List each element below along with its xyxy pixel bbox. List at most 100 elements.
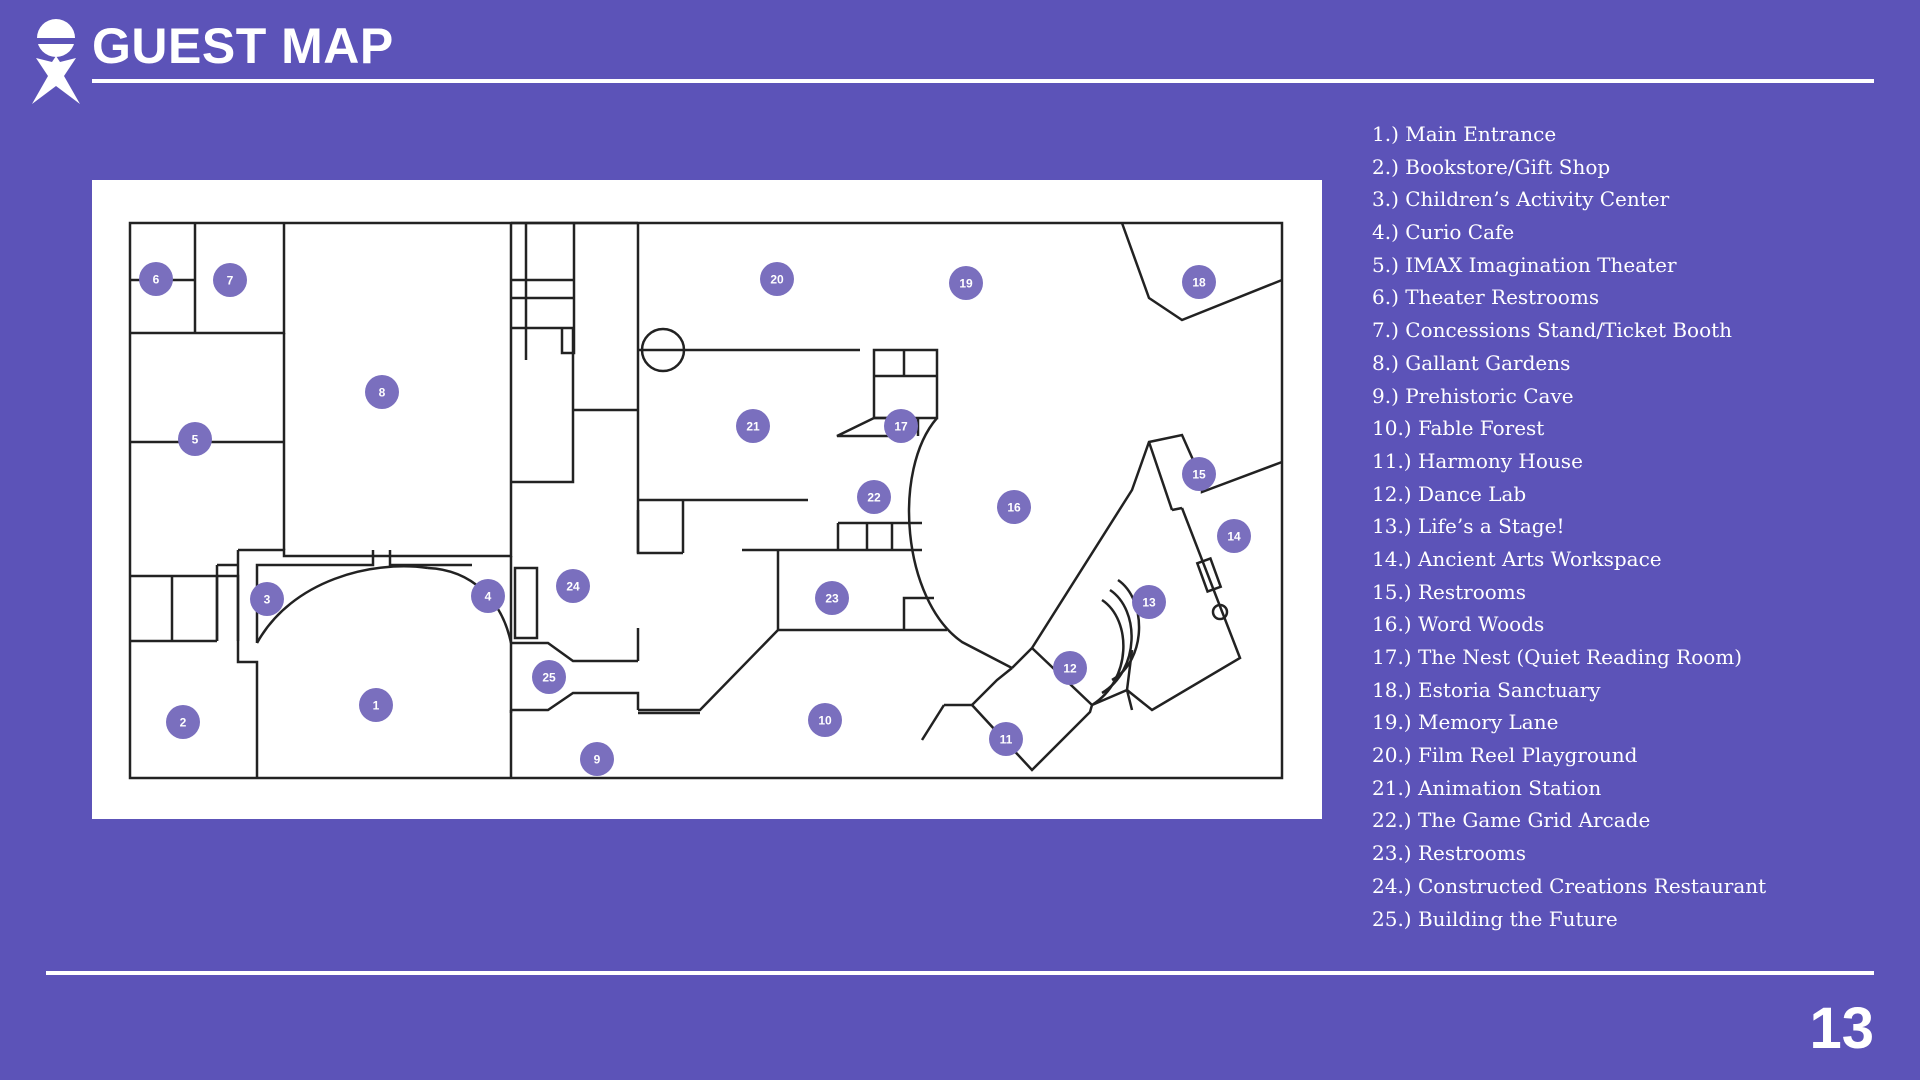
marker-label: 4: [485, 590, 492, 604]
marker-label: 20: [770, 273, 784, 287]
marker-label: 22: [867, 491, 881, 505]
marker-circle: [139, 262, 173, 296]
marker-circle: [884, 409, 918, 443]
legend-item: 19.) Memory Lane: [1372, 710, 1559, 735]
map-marker-13[interactable]: 13: [1132, 585, 1166, 619]
legend-item: 9.) Prehistoric Cave: [1372, 383, 1574, 408]
map-marker-14[interactable]: 14: [1217, 519, 1251, 553]
marker-circle: [760, 262, 794, 296]
page-number: 13: [1809, 996, 1874, 1061]
marker-label: 15: [1192, 468, 1206, 482]
marker-label: 16: [1007, 501, 1021, 515]
legend-item: 20.) Film Reel Playground: [1372, 743, 1638, 768]
map-marker-2[interactable]: 2: [166, 705, 200, 739]
legend-item: 7.) Concessions Stand/Ticket Booth: [1372, 318, 1733, 343]
marker-label: 8: [379, 386, 386, 400]
marker-label: 19: [959, 277, 973, 291]
legend-item: 10.) Fable Forest: [1372, 416, 1545, 441]
legend-item: 24.) Constructed Creations Restaurant: [1372, 873, 1767, 898]
marker-circle: [857, 480, 891, 514]
map-marker-24[interactable]: 24: [556, 569, 590, 603]
map-marker-11[interactable]: 11: [989, 722, 1023, 756]
map-marker-3[interactable]: 3: [250, 582, 284, 616]
map-marker-18[interactable]: 18: [1182, 265, 1216, 299]
map-marker-8[interactable]: 8: [365, 375, 399, 409]
page-title: GUEST MAP: [92, 18, 394, 74]
legend-item: 6.) Theater Restrooms: [1372, 285, 1600, 310]
map-marker-15[interactable]: 15: [1182, 457, 1216, 491]
marker-circle: [1217, 519, 1251, 553]
legend-item: 14.) Ancient Arts Workspace: [1372, 546, 1662, 571]
marker-circle: [166, 705, 200, 739]
marker-label: 21: [746, 420, 760, 434]
marker-label: 23: [825, 592, 839, 606]
map-marker-5[interactable]: 5: [178, 422, 212, 456]
marker-label: 5: [192, 433, 199, 447]
map-marker-19[interactable]: 19: [949, 266, 983, 300]
marker-circle: [532, 660, 566, 694]
marker-circle: [1182, 457, 1216, 491]
legend-item: 11.) Harmony House: [1372, 448, 1583, 473]
map-marker-20[interactable]: 20: [760, 262, 794, 296]
legend-item: 13.) Life’s a Stage!: [1372, 514, 1565, 539]
map-marker-4[interactable]: 4: [471, 579, 505, 613]
marker-label: 2: [180, 716, 187, 730]
legend-item: 12.) Dance Lab: [1372, 481, 1527, 506]
marker-circle: [359, 688, 393, 722]
marker-label: 17: [894, 420, 908, 434]
marker-label: 9: [594, 753, 601, 767]
map-marker-6[interactable]: 6: [139, 262, 173, 296]
figure-icon: [32, 19, 80, 104]
map-marker-22[interactable]: 22: [857, 480, 891, 514]
map-marker-17[interactable]: 17: [884, 409, 918, 443]
map-marker-16[interactable]: 16: [997, 490, 1031, 524]
marker-circle: [213, 263, 247, 297]
map-marker-9[interactable]: 9: [580, 742, 614, 776]
map-marker-1[interactable]: 1: [359, 688, 393, 722]
legend-item: 25.) Building the Future: [1372, 906, 1618, 931]
marker-label: 10: [818, 714, 832, 728]
map-marker-10[interactable]: 10: [808, 703, 842, 737]
legend-item: 1.) Main Entrance: [1372, 122, 1557, 146]
legend-item: 2.) Bookstore/Gift Shop: [1372, 154, 1611, 179]
legend-item: 23.) Restrooms: [1372, 841, 1527, 866]
marker-label: 12: [1063, 662, 1077, 676]
marker-circle: [556, 569, 590, 603]
legend-item: 15.) Restrooms: [1372, 579, 1527, 604]
marker-label: 24: [566, 580, 580, 594]
map-marker-23[interactable]: 23: [815, 581, 849, 615]
marker-circle: [250, 582, 284, 616]
marker-circle: [949, 266, 983, 300]
marker-label: 7: [227, 274, 234, 288]
marker-circle: [580, 742, 614, 776]
legend-item: 8.) Gallant Gardens: [1372, 350, 1571, 375]
legend-item: 21.) Animation Station: [1372, 775, 1602, 800]
marker-label: 25: [542, 671, 556, 685]
map-marker-12[interactable]: 12: [1053, 651, 1087, 685]
marker-circle: [1053, 651, 1087, 685]
marker-circle: [1182, 265, 1216, 299]
floor-plan: 1234567891011121314151617181920212223242…: [128, 221, 1284, 780]
marker-circle: [736, 409, 770, 443]
marker-label: 1: [373, 699, 380, 713]
marker-circle: [808, 703, 842, 737]
marker-label: 18: [1192, 276, 1206, 290]
legend-item: 4.) Curio Cafe: [1372, 220, 1515, 245]
map-marker-7[interactable]: 7: [213, 263, 247, 297]
legend-item: 18.) Estoria Sanctuary: [1372, 677, 1601, 702]
map-marker-25[interactable]: 25: [532, 660, 566, 694]
marker-label: 3: [264, 593, 271, 607]
marker-label: 6: [153, 273, 160, 287]
marker-circle: [178, 422, 212, 456]
marker-circle: [997, 490, 1031, 524]
legend-item: 17.) The Nest (Quiet Reading Room): [1372, 645, 1743, 669]
map-marker-21[interactable]: 21: [736, 409, 770, 443]
title-divider: [92, 79, 1874, 83]
marker-circle: [365, 375, 399, 409]
marker-label: 14: [1227, 530, 1241, 544]
marker-label: 11: [1000, 733, 1013, 747]
footer-divider: [46, 971, 1874, 975]
legend-item: 22.) The Game Grid Arcade: [1372, 808, 1651, 833]
